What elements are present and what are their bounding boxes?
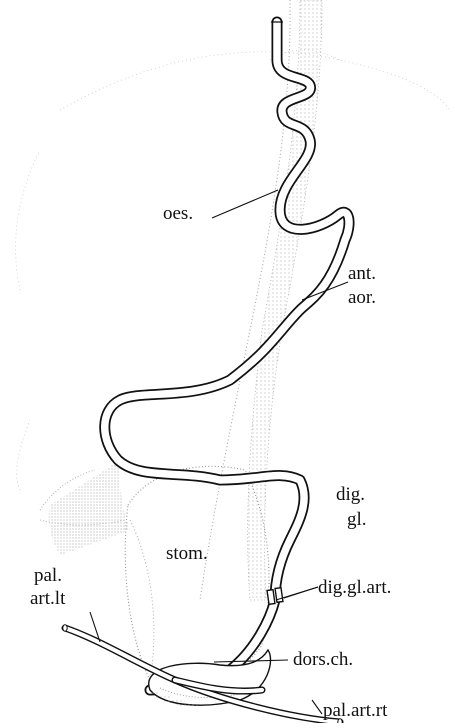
leader-dig-gl-art-2: [284, 587, 318, 598]
leader-lines: [90, 190, 348, 714]
label-digestive-gland-artery: dig.gl.art.: [318, 577, 391, 598]
label-anterior-aorta-line2: aor.: [348, 287, 376, 308]
outer-contours: [16, 50, 451, 490]
label-digestive-gland-line1: dig.: [336, 484, 365, 505]
label-pallial-artery-left-line1: pal.: [34, 565, 62, 586]
label-anterior-aorta-line1: ant.: [348, 263, 376, 284]
label-pallial-artery-left-line2: art.lt: [30, 588, 65, 609]
label-stomach: stom.: [166, 543, 208, 564]
label-oesophagus: oes.: [163, 203, 193, 224]
label-dorsal-chamber: dors.ch.: [293, 649, 353, 670]
label-pallial-artery-right: pal.art.rt: [323, 700, 387, 721]
stippled-web: [40, 460, 130, 555]
label-digestive-gland-line2: gl.: [347, 509, 367, 530]
leader-dors-ch: [214, 660, 288, 662]
leader-pal-art-rt: [312, 700, 322, 714]
leader-oes: [212, 190, 278, 218]
